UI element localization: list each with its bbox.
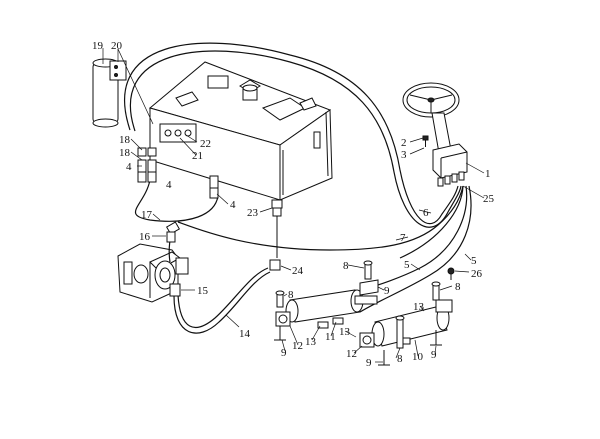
callout-4-mid: 4 (166, 179, 172, 191)
hose-7 (123, 42, 459, 225)
callout-24: 24 (292, 265, 304, 277)
pin-8-lower (395, 315, 405, 349)
callout-9-left: 9 (281, 347, 287, 359)
callout-1: 1 (485, 168, 491, 180)
hose-6 (399, 185, 464, 259)
callout-12-left: 12 (292, 340, 303, 352)
callout-5-right: 5 (471, 255, 477, 267)
hose-14b (173, 271, 271, 334)
leader-lines (102, 48, 485, 363)
callout-9-right: 9 (431, 349, 437, 361)
callout-8-lower: 8 (397, 353, 403, 365)
clevis-9-upper (359, 279, 379, 296)
fitting-23 (271, 199, 283, 217)
callout-5-left: 5 (404, 259, 410, 271)
callout-22: 22 (200, 138, 211, 150)
callout-25: 25 (483, 193, 495, 205)
callout-2: 2 (401, 137, 407, 149)
steering-wheel (402, 82, 460, 118)
callout-21: 21 (192, 150, 203, 162)
callout-9-lower: 9 (366, 357, 372, 369)
callout-4-left: 4 (126, 161, 132, 173)
callout-23: 23 (247, 207, 259, 219)
callout-14: 14 (239, 328, 251, 340)
callout-8-left: 8 (288, 289, 294, 301)
hose-7-inner (129, 50, 462, 228)
callout-13-left: 13 (305, 336, 317, 348)
pin-8-upper (363, 260, 373, 280)
steering-cylinder-right (359, 299, 453, 348)
gear-pump (117, 243, 189, 303)
hose-17b (177, 185, 464, 251)
steering-unit-1 (432, 143, 468, 187)
callout-26: 26 (471, 268, 483, 280)
callout-7: 7 (400, 232, 406, 244)
callout-19: 19 (92, 40, 104, 52)
callout-3: 3 (401, 149, 407, 161)
pin-8-left (275, 290, 285, 308)
callout-8-upper: 8 (343, 260, 349, 272)
fitting-16 (165, 221, 181, 243)
callout-18-upper: 18 (119, 134, 131, 146)
callout-11: 11 (325, 331, 336, 343)
hydraulic-tank (148, 61, 333, 201)
hose-14 (177, 267, 269, 328)
callout-6: 6 (423, 207, 429, 219)
hose-5b (359, 185, 472, 313)
pin-8-right (431, 281, 441, 301)
nut-9-lower (378, 350, 390, 366)
fitting-24 (269, 259, 281, 271)
steering-cylinder-left (275, 289, 378, 329)
callout-18-lower: 18 (119, 147, 131, 159)
mounting-bracket-20 (109, 60, 127, 81)
fitting-4-right (209, 175, 219, 199)
callout-4-right: 4 (230, 199, 236, 211)
callout-8-right: 8 (455, 281, 461, 293)
fitting-15 (169, 283, 181, 297)
callout-13-mid: 13 (339, 326, 351, 338)
bolt-2 (422, 135, 429, 147)
hose-17 (135, 179, 219, 222)
nut-9-right (430, 330, 442, 346)
hose-5 (344, 185, 468, 297)
callout-16: 16 (139, 231, 151, 243)
callout-12-right: 12 (346, 348, 357, 360)
fitting-4-left (137, 159, 157, 183)
fitting-26 (447, 267, 455, 280)
nut-9-left (274, 326, 286, 341)
callout-10: 10 (412, 351, 424, 363)
callout-17: 17 (141, 209, 153, 221)
callout-13-right: 13 (413, 301, 425, 313)
callout-9-upper: 9 (384, 285, 390, 297)
fitting-18 (137, 147, 157, 157)
callout-20: 20 (111, 40, 123, 52)
callout-labels: 19 20 18 18 22 21 4 4 4 2 3 1 25 6 7 5 5… (92, 40, 495, 369)
callout-15: 15 (197, 285, 209, 297)
